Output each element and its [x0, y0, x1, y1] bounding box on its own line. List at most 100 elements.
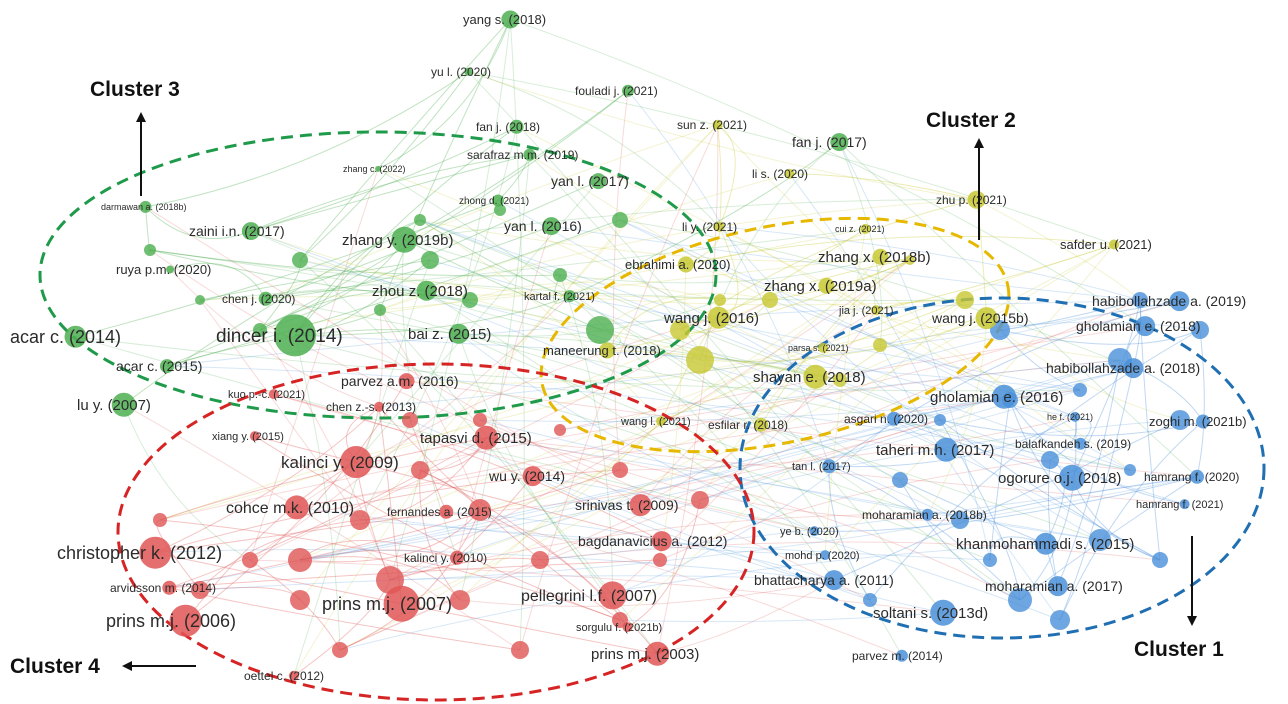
link-360: [294, 126, 517, 336]
minor-node-43: [531, 551, 549, 569]
node-2[interactable]: [464, 67, 473, 76]
node-64[interactable]: [809, 526, 820, 537]
node-25[interactable]: [416, 280, 437, 301]
node-51[interactable]: [474, 425, 499, 450]
node-26[interactable]: [563, 290, 576, 303]
node-73[interactable]: [383, 585, 420, 622]
node-38[interactable]: [159, 359, 174, 374]
node-36[interactable]: [818, 342, 829, 353]
node-18[interactable]: [391, 226, 418, 253]
node-39[interactable]: [803, 364, 828, 389]
node-78[interactable]: [645, 641, 670, 666]
node-23[interactable]: [818, 277, 835, 294]
node-44[interactable]: [374, 401, 385, 412]
cluster-4-arrow: [122, 661, 196, 671]
link-142: [1057, 359, 1121, 587]
link-504: [169, 262, 267, 300]
node-32[interactable]: [64, 325, 87, 348]
link-278: [159, 519, 621, 621]
node-3[interactable]: [622, 84, 635, 97]
node-56[interactable]: [1190, 469, 1205, 484]
link-250: [769, 299, 1076, 418]
link-421: [927, 318, 988, 516]
node-8[interactable]: [375, 165, 382, 172]
node-67[interactable]: [820, 550, 831, 561]
node-76[interactable]: [169, 604, 202, 637]
node-16[interactable]: [714, 221, 725, 232]
node-72[interactable]: [1047, 576, 1068, 597]
node-46[interactable]: [1070, 411, 1081, 422]
node-24[interactable]: [258, 291, 273, 306]
node-17[interactable]: [860, 223, 871, 234]
node-label-28: habibollahzade a. (2019): [1092, 293, 1246, 309]
node-14[interactable]: [241, 222, 260, 241]
node-12[interactable]: [139, 200, 152, 213]
node-60[interactable]: [1179, 499, 1190, 510]
node-label-76: prins m.j. (2006): [106, 611, 236, 631]
node-10[interactable]: [784, 168, 795, 179]
minor-node-9: [144, 244, 156, 256]
link-282: [833, 419, 1181, 581]
node-30[interactable]: [975, 307, 998, 330]
node-47[interactable]: [1196, 414, 1211, 429]
node-59[interactable]: [629, 494, 652, 517]
node-34[interactable]: [448, 323, 469, 344]
node-37[interactable]: [1123, 358, 1144, 379]
node-55[interactable]: [822, 459, 837, 474]
node-15[interactable]: [542, 217, 561, 236]
node-7[interactable]: [523, 148, 536, 161]
node-68[interactable]: [1034, 532, 1057, 555]
node-1[interactable]: [501, 10, 520, 29]
node-5[interactable]: [712, 119, 723, 130]
node-11[interactable]: [967, 190, 986, 209]
node-27[interactable]: [871, 305, 882, 316]
node-54[interactable]: [340, 446, 373, 479]
node-28[interactable]: [1169, 291, 1190, 312]
minor-node-19: [714, 294, 726, 306]
node-79[interactable]: [895, 649, 908, 662]
node-31[interactable]: [1135, 316, 1156, 337]
node-6[interactable]: [830, 133, 849, 152]
node-61[interactable]: [284, 495, 309, 520]
node-45[interactable]: [886, 411, 901, 426]
node-19[interactable]: [1109, 239, 1120, 250]
node-77[interactable]: [622, 622, 633, 633]
node-63[interactable]: [921, 508, 934, 521]
node-21[interactable]: [166, 265, 175, 274]
link-235: [612, 90, 629, 471]
node-65[interactable]: [139, 536, 172, 569]
node-33[interactable]: [274, 314, 317, 357]
node-22[interactable]: [677, 256, 694, 273]
node-75[interactable]: [930, 599, 957, 626]
node-48[interactable]: [656, 416, 667, 427]
node-69[interactable]: [450, 550, 465, 565]
node-66[interactable]: [651, 531, 672, 552]
node-74[interactable]: [598, 581, 627, 610]
node-label-80: oettel c. (2012): [244, 669, 324, 683]
node-29[interactable]: [707, 306, 730, 329]
node-9[interactable]: [590, 173, 607, 190]
node-35[interactable]: [599, 342, 616, 359]
link-414: [685, 263, 1121, 361]
node-80[interactable]: [288, 670, 299, 681]
node-62[interactable]: [439, 504, 454, 519]
node-50[interactable]: [249, 431, 260, 442]
link-373: [295, 295, 570, 336]
link-296: [155, 511, 447, 554]
node-49[interactable]: [754, 417, 769, 432]
link-477: [640, 379, 841, 506]
node-53[interactable]: [1074, 437, 1087, 450]
node-4[interactable]: [509, 119, 524, 134]
node-41[interactable]: [111, 392, 136, 417]
node-20[interactable]: [872, 248, 889, 265]
node-58[interactable]: [1059, 464, 1086, 491]
node-42[interactable]: [268, 389, 279, 400]
node-13[interactable]: [492, 194, 504, 207]
node-40[interactable]: [398, 373, 415, 390]
node-57[interactable]: [522, 466, 543, 487]
node-43[interactable]: [992, 384, 1017, 409]
node-70[interactable]: [824, 570, 845, 591]
node-71[interactable]: [162, 580, 177, 595]
node-52[interactable]: [934, 437, 959, 462]
